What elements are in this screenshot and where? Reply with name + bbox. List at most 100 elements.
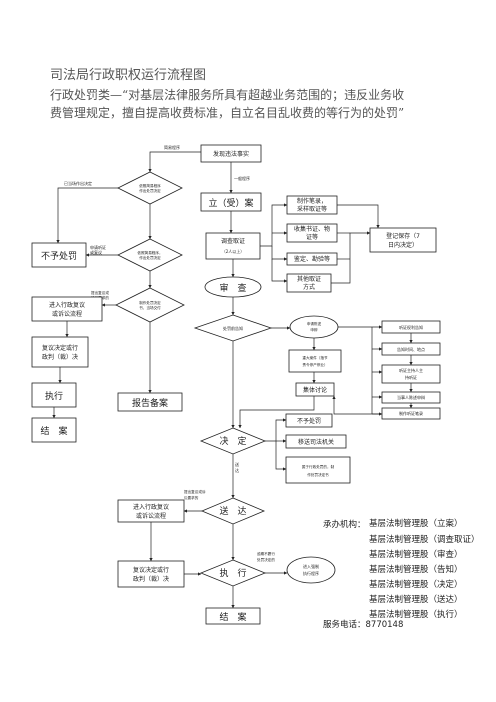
enforce-line2: 执行程序 xyxy=(303,570,319,576)
serious-case-line2: 责令停产停业） xyxy=(302,362,327,367)
collect-evidence-line1: 收集书证、物 xyxy=(294,225,330,233)
deliver-note-2: 达 xyxy=(235,467,239,473)
report-file-box xyxy=(117,392,183,412)
apply-statement-ellipse xyxy=(289,315,339,339)
phone-row: 服务电话：8770148 xyxy=(323,618,403,630)
execute-left-text: 执行 xyxy=(45,390,63,402)
hearing-host-line2: 持听证 xyxy=(405,374,417,380)
deliver-text: 送 达 xyxy=(219,505,246,517)
close-bottom-text: 结 案 xyxy=(219,611,246,623)
org-line-4: 基层法制管理股（告知） xyxy=(369,565,463,575)
simple-decision2-diamond xyxy=(117,238,183,272)
admin-review-left-line2: 或诉讼流程 xyxy=(52,310,82,318)
hearing-notice-text: 听证权利告知 xyxy=(399,324,423,330)
collective-text: 集体讨论 xyxy=(303,386,327,394)
no-penalty-right-text: 不予处罚 xyxy=(297,417,321,425)
penalty-doc-box xyxy=(285,456,351,484)
simple-decision-diamond xyxy=(117,171,183,205)
collect-evidence-line2: 证等 xyxy=(306,233,318,241)
review-decision-bottom-line2: 政判（裁）决 xyxy=(133,575,169,583)
register-save-line1: 登记保存（7 xyxy=(386,232,420,240)
enforce-ellipse xyxy=(286,556,336,584)
review-decision-left-box xyxy=(31,336,89,368)
investigate-line2: （2人以上） xyxy=(222,248,245,254)
make-notes-line2: 采样取证等 xyxy=(297,205,327,213)
notice-time-text: 告知时间、地点 xyxy=(397,346,425,352)
org-line-6: 基层法制管理股（送达） xyxy=(369,595,463,605)
make-decision-diamond xyxy=(115,287,185,323)
general-proc-label: 一般程序 xyxy=(234,175,250,181)
on-spot-label: 已当场作出决定 xyxy=(64,180,92,186)
admin-review-left-box xyxy=(31,296,103,322)
party-statement-text: 当事人陈述申辩 xyxy=(397,394,425,400)
page-title: 司法局行政职权运行流程图 xyxy=(50,68,207,83)
close-left-text: 结 案 xyxy=(40,425,67,437)
transfer-box xyxy=(285,434,347,449)
file-case-text: 立（受）案 xyxy=(208,197,253,209)
other-evidence-line1: 其他取证 xyxy=(297,275,321,283)
review-decision-bottom-box xyxy=(117,560,185,588)
admin-review-bottom-line1: 进入行政复议 xyxy=(133,503,169,511)
overdue-line2: 处罚决定的 xyxy=(257,557,275,562)
notify-penalty-text: 处罚前告知 xyxy=(223,325,243,331)
org-line-2: 基层法制管理股（调查取证） xyxy=(369,535,480,545)
admin-review-left-line1: 进入行政复议 xyxy=(49,301,85,309)
simple-decision2-line2: 作出处罚决定 xyxy=(139,255,161,260)
apply-statement-line1: 申请陈述 xyxy=(307,321,322,326)
make-decision-line1: 制作处罚决定 xyxy=(139,300,161,305)
penalty-doc-line2: 作处罚决定书 xyxy=(307,472,329,477)
deliver-note-1: 送 xyxy=(235,461,239,467)
register-save-box xyxy=(369,227,437,253)
org-line-1: 基层法制管理股（立案） xyxy=(369,519,463,529)
review-decision-left-line2: 政判（裁）决 xyxy=(42,353,78,361)
simple-decision-line1: 依照简易程序 xyxy=(139,183,161,188)
overdue-line1: 逾期不履行 xyxy=(257,551,275,556)
close-bottom-box xyxy=(205,607,261,625)
other-evidence-line2: 方式 xyxy=(303,283,315,291)
review-decision-bottom-line1: 复议决定或行 xyxy=(133,566,169,574)
page-subtitle-line1: 行政处罚类—“对基层法律服务所具有超越业务范围的；违反业务收 xyxy=(50,88,405,102)
review-decision-left-line1: 复议决定或行 xyxy=(42,344,78,352)
execute-text: 执 行 xyxy=(219,567,246,579)
penalty-doc-line1: 属于行政处罚的，制 xyxy=(302,464,335,469)
admin-review-bottom-line2: 或诉讼流程 xyxy=(136,512,166,520)
simple-proc-label: 简易程序 xyxy=(164,144,180,150)
serious-case-box xyxy=(288,349,342,373)
org-label: 承办机构： xyxy=(323,520,366,530)
page-subtitle-line2: 费管理规定，擅自提高收费标准，自立名目乱收费的等行为的处罚” xyxy=(50,106,405,120)
phone-label: 服务电话： xyxy=(323,620,366,630)
serious-case-line1: 重大案件（指节 xyxy=(302,355,328,360)
apply-review2-line1: 提出复议或诉 xyxy=(184,489,206,494)
simple-decision-line2: 作出处罚决定 xyxy=(139,188,161,193)
make-decision-line2: 书、当场交付 xyxy=(139,305,161,310)
investigate-box xyxy=(205,232,261,260)
discover-text: 发现违法事实 xyxy=(213,150,249,158)
org-line-5: 基层法制管理股（决定） xyxy=(369,580,463,590)
review-text: 审 查 xyxy=(219,282,246,294)
no-penalty-right-box xyxy=(285,413,333,428)
hearing-host-line1: 听证主持人主 xyxy=(399,367,423,373)
apply-statement-line2: 申辩 xyxy=(310,327,318,332)
investigate-line1: 调查取证 xyxy=(221,237,245,245)
execute-left-box xyxy=(31,382,77,408)
report-file-text: 报告备案 xyxy=(132,397,168,409)
appraise-text: 鉴定、勘验等 xyxy=(294,255,330,263)
make-notes-line1: 制作笔录， xyxy=(297,197,327,205)
simple-decision2-line1: 依照简易程序， xyxy=(137,250,162,255)
org-line-3: 基层法制管理股（审查） xyxy=(369,550,463,560)
apply-hearing-line2: 或复议 xyxy=(90,249,102,255)
transfer-text: 移送司法机关 xyxy=(298,438,334,446)
enforce-line1: 进入强制 xyxy=(303,563,319,569)
phone-number: 8770148 xyxy=(365,620,404,630)
register-save-line2: 日内决定） xyxy=(388,241,418,249)
no-penalty-left-box xyxy=(31,242,87,268)
apply-review-note1: 提出复议或 xyxy=(91,290,109,295)
hearing-record-text: 制作听证笔录 xyxy=(399,410,423,416)
close-left-box xyxy=(31,417,77,443)
no-penalty-left-text: 不予处罚 xyxy=(41,250,77,262)
apply-review2-line2: 讼要求的 xyxy=(184,495,199,500)
apply-hearing-line1: 申请听证 xyxy=(90,244,106,250)
hearing-record-box xyxy=(381,407,441,420)
collective-box xyxy=(295,382,335,397)
